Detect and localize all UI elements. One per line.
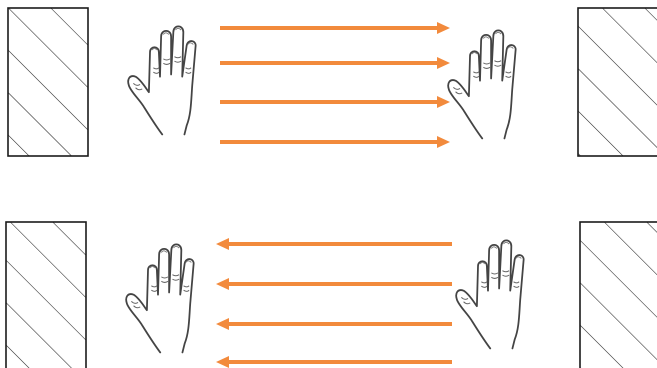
hand-icon-top-right: [447, 29, 517, 140]
arrow-right-head-top-4: [437, 136, 450, 148]
hand-icon-bottom-left: [125, 243, 195, 354]
arrow-left-head-bottom-3: [216, 318, 229, 330]
hatched-panel-bottom-left: [5, 221, 87, 368]
arrow-right-head-top-2: [437, 57, 450, 69]
hand-icon-bottom-right: [455, 239, 525, 350]
hatched-panel-top-right: [577, 7, 657, 157]
hand-icon-top-left: [127, 25, 197, 136]
arrow-right-head-top-1: [437, 22, 450, 34]
arrow-left-head-bottom-1: [216, 238, 229, 250]
hatched-panel-bottom-right: [579, 221, 657, 368]
arrow-right-head-top-3: [437, 96, 450, 108]
arrow-left-head-bottom-4: [216, 356, 229, 368]
arrow-left-head-bottom-2: [216, 278, 229, 290]
arrow-group: [216, 22, 452, 368]
hatched-panel-top-left: [7, 7, 89, 157]
